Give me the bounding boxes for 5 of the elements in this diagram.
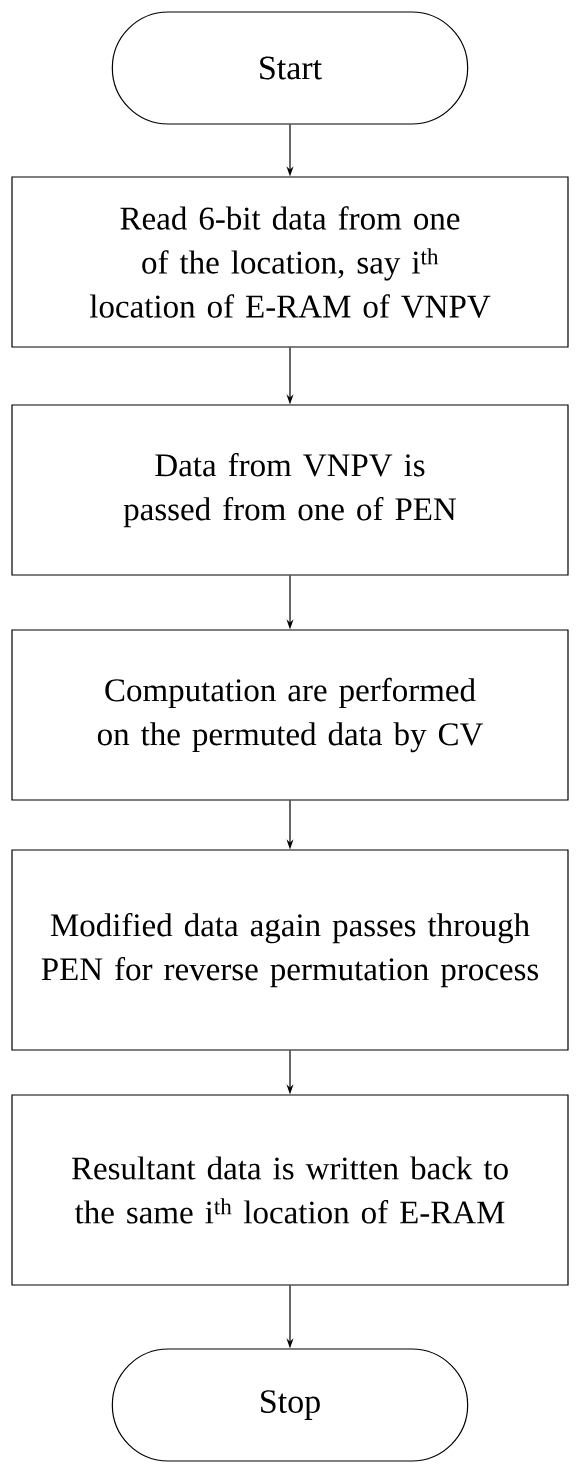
process-box: Modified data again passes through PEN for reverse permutation process: [11, 849, 569, 1051]
process-box: Computation are performed on the permuted data by CV: [11, 629, 569, 801]
process-box: Resultant data is written back to the same i$^{th}$ location of E-RAM: [11, 1094, 569, 1286]
process-box: Read 6-bit data from one of the location, say i$^{th}$ location of E-RAM of VNPV: [11, 176, 569, 348]
process-box: Data from VNPV is passed from one of PEN: [11, 404, 569, 576]
